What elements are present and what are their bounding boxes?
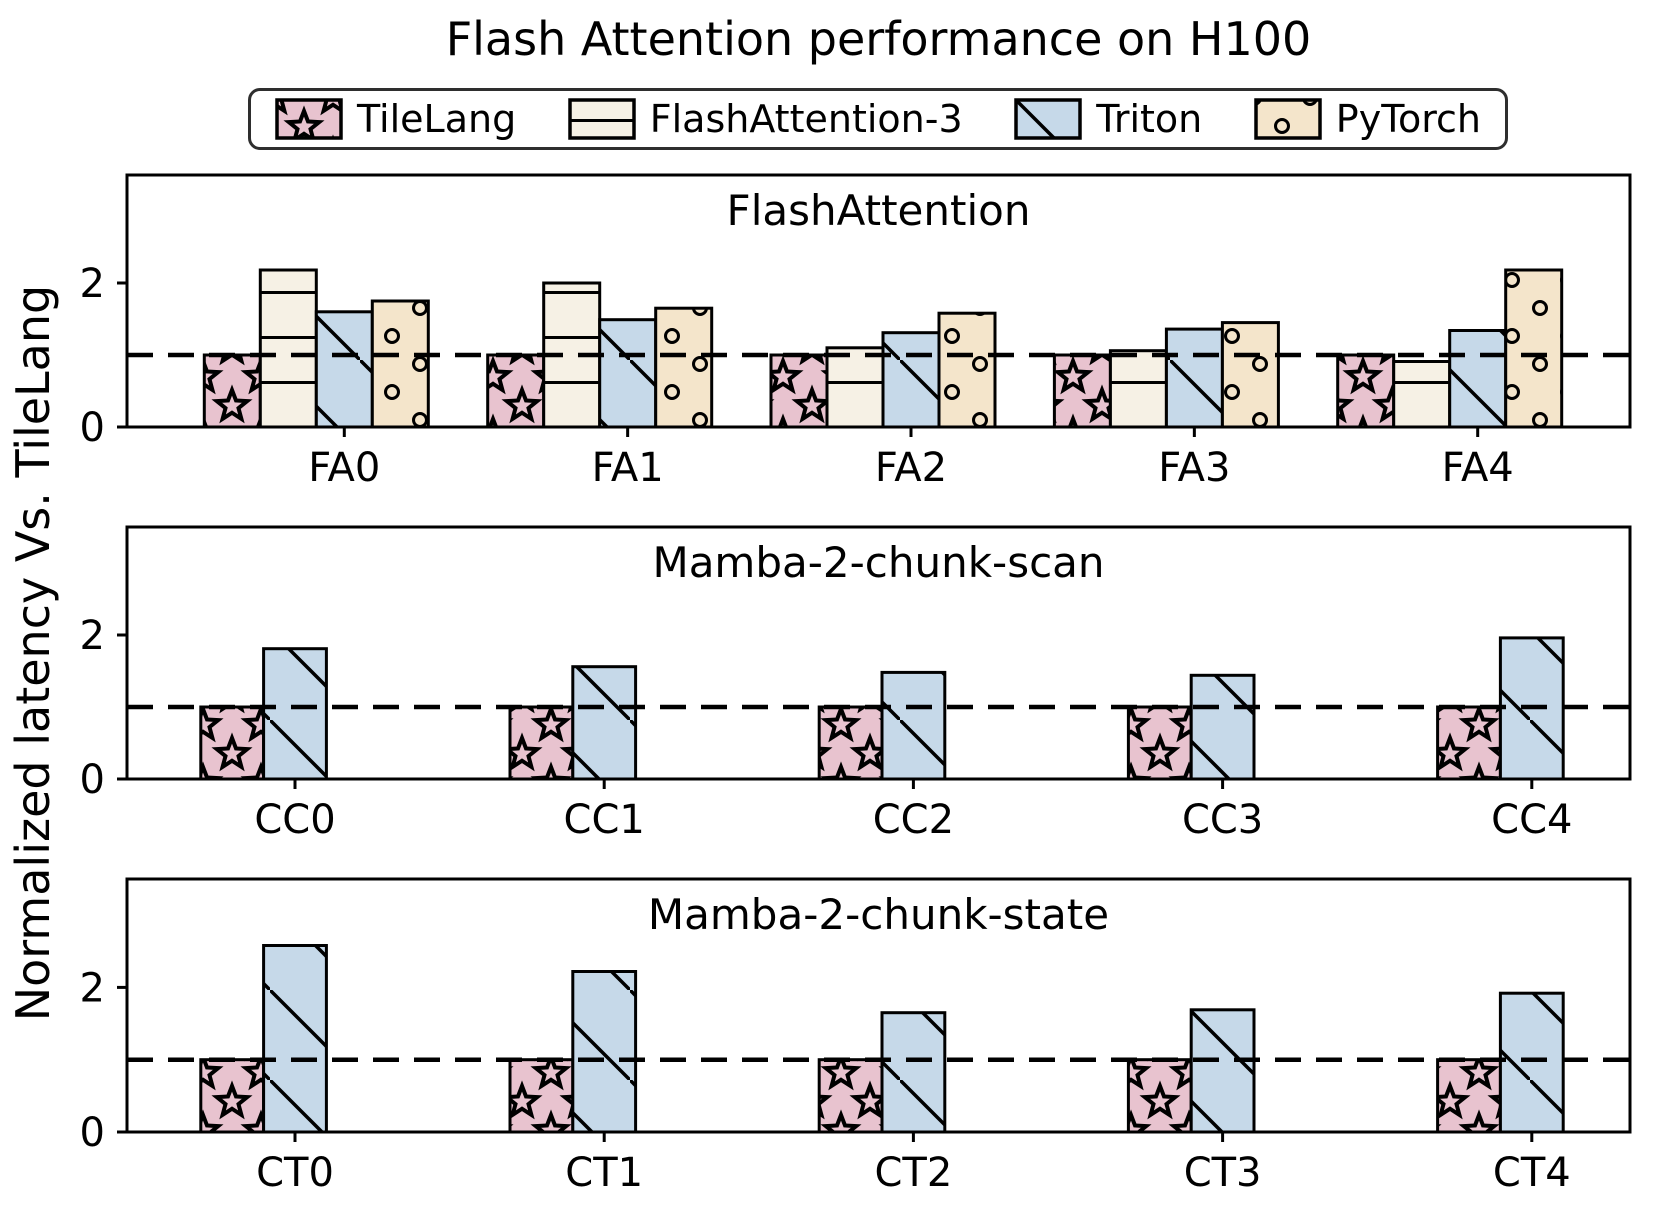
axes-frame xyxy=(125,877,1632,1134)
y-tick-label-0: 0 xyxy=(80,757,105,803)
y-tick-label-2: 2 xyxy=(80,261,105,307)
legend-item-tilelang: TileLang xyxy=(275,97,516,141)
x-tick-label-FA3: FA3 xyxy=(1158,445,1230,491)
y-tick-label-2: 2 xyxy=(80,613,105,659)
bar-Triton-FA2 xyxy=(881,331,941,429)
y-tick-label-0: 0 xyxy=(80,405,105,451)
y-tick-label-0: 0 xyxy=(80,1110,105,1156)
bar-TileLang-CC4 xyxy=(1436,705,1502,781)
legend-label: Triton xyxy=(1096,97,1203,141)
bar-TileLang-CT0 xyxy=(199,1058,266,1134)
bar-PyTorch-FA0 xyxy=(370,299,430,429)
bar-TileLang-FA2 xyxy=(769,353,829,429)
bar-PyTorch-FA2 xyxy=(937,311,997,429)
axes-frame xyxy=(125,173,1632,429)
subplot-title: Mamba-2-chunk-scan xyxy=(652,538,1104,587)
bar-TileLang-CT2 xyxy=(817,1058,884,1134)
x-tick-label-FA1: FA1 xyxy=(592,445,664,491)
y-tick-label-2: 2 xyxy=(80,965,105,1011)
bar-Triton-CT0 xyxy=(262,944,328,1134)
x-tick-label-CC4: CC4 xyxy=(1491,797,1572,843)
x-tick-label-FA4: FA4 xyxy=(1442,445,1514,491)
bar-Triton-FA1 xyxy=(598,318,658,429)
subplot-title: Mamba-2-chunk-state xyxy=(648,890,1109,939)
bar-FlashAttention-3-FA0 xyxy=(258,268,318,429)
legend-label: FlashAttention-3 xyxy=(649,97,963,141)
legend-item-triton: Triton xyxy=(1014,97,1202,141)
x-tick-label-CT1: CT1 xyxy=(565,1150,643,1196)
bar-Triton-CC0 xyxy=(262,647,328,781)
bar-Triton-CC1 xyxy=(571,665,638,781)
legend-item-flashattention-3: FlashAttention-3 xyxy=(568,97,963,141)
bar-TileLang-CT1 xyxy=(508,1058,575,1134)
bar-TileLang-CC2 xyxy=(817,705,884,781)
chart-title: Flash Attention performance on H100 xyxy=(445,12,1312,66)
bar-TileLang-FA1 xyxy=(486,353,546,429)
hline-hatch-swatch-icon xyxy=(568,98,636,140)
bar-FlashAttention-3-FA2 xyxy=(825,346,885,429)
bar-PyTorch-FA3 xyxy=(1220,321,1280,429)
bar-Triton-CT3 xyxy=(1189,1008,1256,1134)
x-tick-label-FA2: FA2 xyxy=(875,445,947,491)
bar-PyTorch-FA1 xyxy=(654,306,714,429)
bar-Triton-CT1 xyxy=(571,970,638,1134)
bar-Triton-CC3 xyxy=(1189,673,1256,781)
x-tick-label-CT2: CT2 xyxy=(874,1150,952,1196)
bar-TileLang-CC0 xyxy=(199,705,266,781)
bar-FlashAttention-3-FA4 xyxy=(1392,360,1452,429)
legend-label: PyTorch xyxy=(1335,97,1481,141)
x-tick-label-CC2: CC2 xyxy=(873,797,954,843)
dot-hatch-swatch-icon xyxy=(1254,98,1322,140)
x-tick-label-CT3: CT3 xyxy=(1184,1150,1262,1196)
x-tick-label-CC3: CC3 xyxy=(1182,797,1263,843)
legend-item-pytorch: PyTorch xyxy=(1254,97,1481,141)
bar-TileLang-FA4 xyxy=(1336,353,1396,429)
bar-Triton-CT4 xyxy=(1498,991,1565,1134)
x-tick-label-CC0: CC0 xyxy=(254,797,335,843)
bar-Triton-FA3 xyxy=(1164,327,1224,429)
bar-FlashAttention-3-FA3 xyxy=(1108,349,1168,429)
x-tick-label-CT0: CT0 xyxy=(256,1150,334,1196)
bar-TileLang-CC1 xyxy=(508,705,575,781)
bar-TileLang-CC3 xyxy=(1126,705,1193,781)
x-tick-label-CT4: CT4 xyxy=(1493,1150,1571,1196)
x-tick-label-FA0: FA0 xyxy=(308,445,380,491)
bar-Triton-CC2 xyxy=(880,670,947,781)
x-tick-label-CC1: CC1 xyxy=(564,797,645,843)
subplot-title: FlashAttention xyxy=(727,186,1031,235)
axes-frame xyxy=(125,525,1632,781)
bar-TileLang-FA3 xyxy=(1052,353,1112,429)
bar-TileLang-FA0 xyxy=(202,353,262,429)
bar-Triton-FA0 xyxy=(314,310,374,429)
legend: TileLang FlashAttention-3 Triton PyTorch xyxy=(248,88,1508,150)
bar-Triton-CT2 xyxy=(880,1011,947,1134)
star-hatch-swatch-icon xyxy=(275,98,343,140)
legend-label: TileLang xyxy=(357,97,517,141)
bar-Triton-FA4 xyxy=(1448,329,1508,429)
bar-TileLang-CT3 xyxy=(1126,1058,1193,1134)
bar-TileLang-CT4 xyxy=(1436,1058,1502,1134)
diagonal-hatch-swatch-icon xyxy=(1014,98,1082,140)
bar-PyTorch-FA4 xyxy=(1504,268,1564,429)
